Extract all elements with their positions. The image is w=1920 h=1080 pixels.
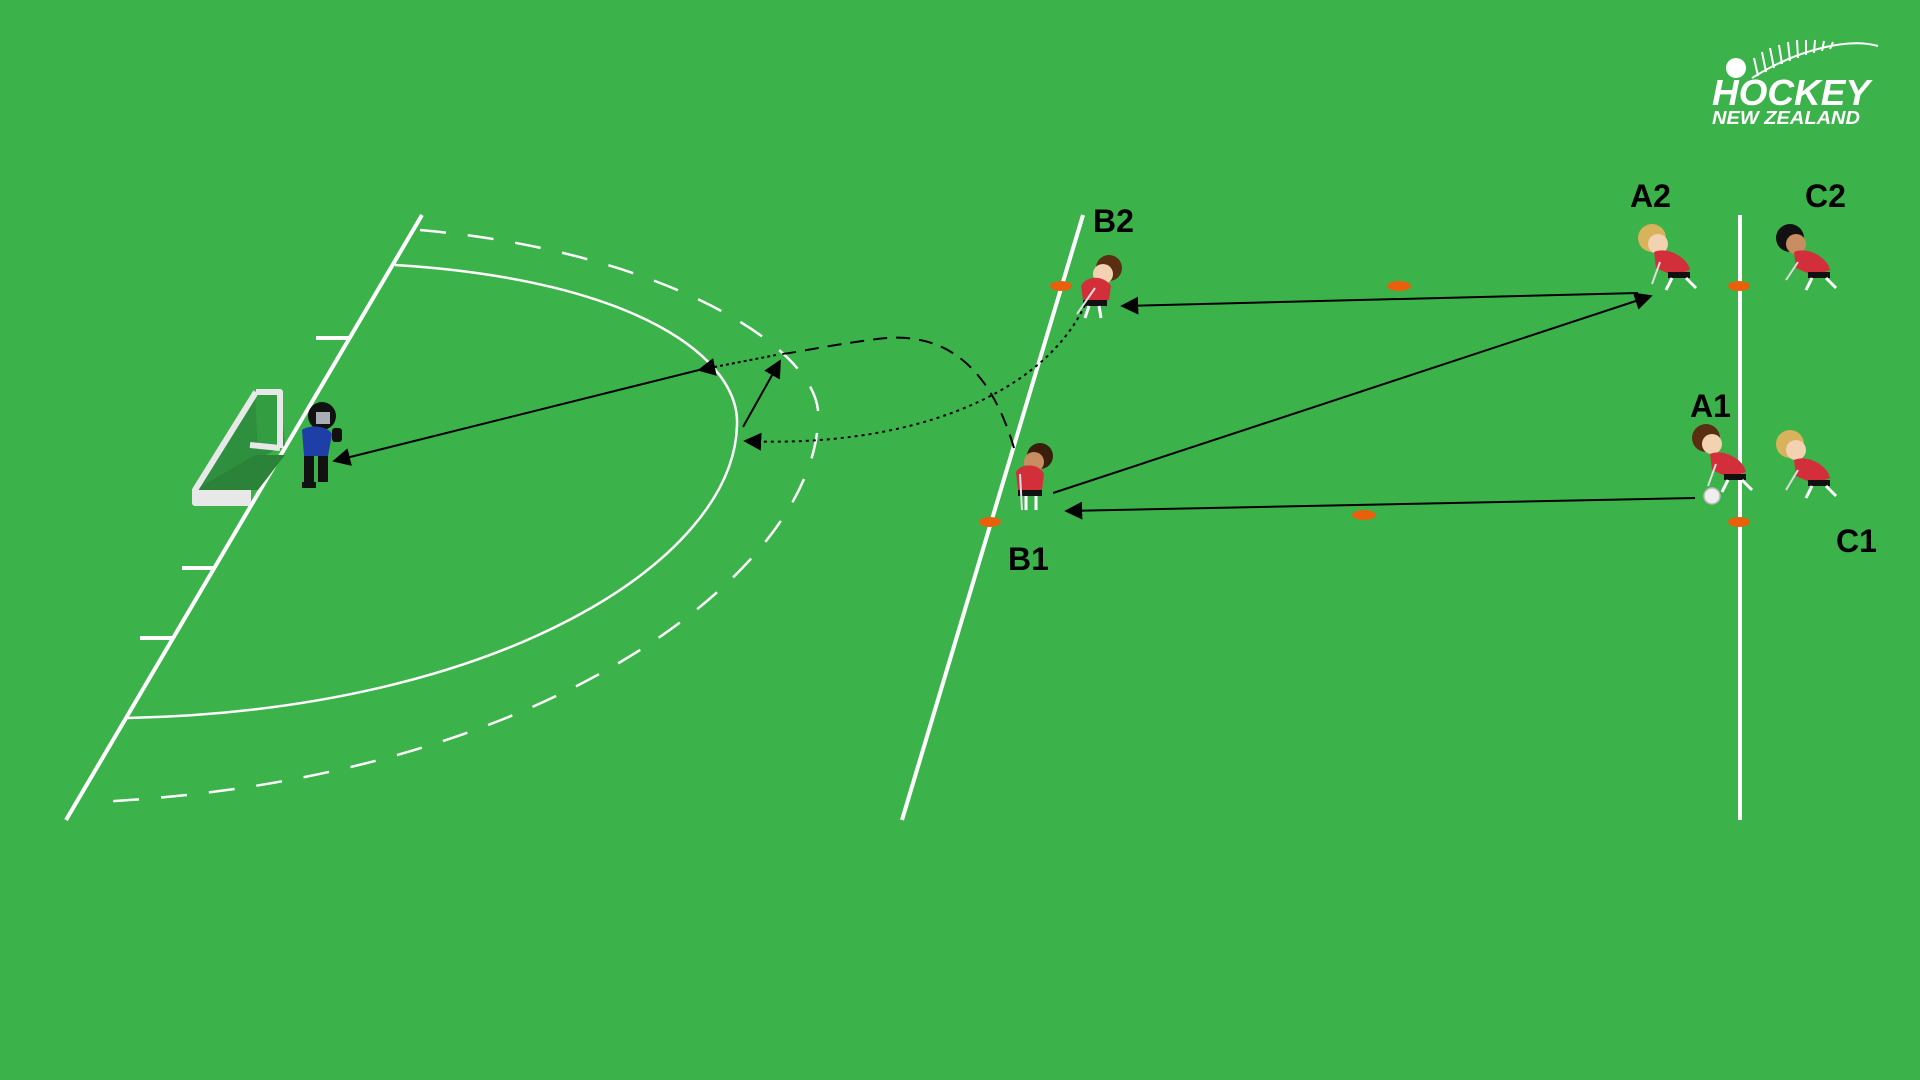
logo-line-1: HOCKEY bbox=[1712, 72, 1873, 113]
label-a2: A2 bbox=[1630, 178, 1671, 214]
hockey-nz-logo: HOCKEY NEW ZEALAND bbox=[1712, 39, 1879, 128]
player-b1 bbox=[1016, 443, 1053, 511]
label-c2: C2 bbox=[1805, 178, 1846, 214]
player-c1 bbox=[1776, 430, 1838, 499]
label-a1: A1 bbox=[1690, 388, 1731, 424]
cone bbox=[1050, 281, 1072, 291]
cone bbox=[1728, 281, 1750, 291]
cone bbox=[1352, 510, 1376, 520]
logo-line-2: NEW ZEALAND bbox=[1712, 108, 1860, 128]
cone bbox=[1387, 281, 1411, 291]
label-c1: C1 bbox=[1836, 523, 1877, 559]
player-a1 bbox=[1692, 424, 1754, 493]
shooting-circle bbox=[127, 263, 739, 720]
cone bbox=[1728, 517, 1750, 527]
pass-arrow-a1-b1 bbox=[1064, 497, 1696, 520]
label-b2: B2 bbox=[1093, 203, 1134, 239]
pass-arrow-a2-b2 bbox=[1120, 292, 1639, 315]
goalkeeper bbox=[302, 402, 342, 488]
player-b2 bbox=[1076, 255, 1122, 319]
cones bbox=[979, 281, 1750, 527]
shot-arrow-to-goal bbox=[332, 369, 700, 466]
player-a2 bbox=[1638, 224, 1698, 291]
silver-fern-icon bbox=[1751, 39, 1879, 79]
run-path-dotted bbox=[743, 304, 1086, 451]
label-b1: B1 bbox=[1008, 541, 1049, 577]
player-labels: B2 B1 A2 C2 A1 C1 bbox=[1008, 178, 1877, 577]
ball bbox=[1703, 487, 1721, 505]
run-path-dashed bbox=[781, 336, 1015, 449]
pass-arrow-dotted-top bbox=[697, 354, 777, 376]
pass-arrow-short-up bbox=[742, 359, 781, 428]
pass-arrow-b1-a2 bbox=[1052, 292, 1653, 494]
back-line bbox=[64, 213, 424, 822]
pass-lines bbox=[332, 292, 1696, 520]
player-c2 bbox=[1776, 224, 1838, 291]
goal bbox=[192, 389, 285, 506]
cone bbox=[979, 517, 1001, 527]
dashed-arc bbox=[95, 228, 820, 804]
logo-ball-icon bbox=[1726, 58, 1746, 78]
